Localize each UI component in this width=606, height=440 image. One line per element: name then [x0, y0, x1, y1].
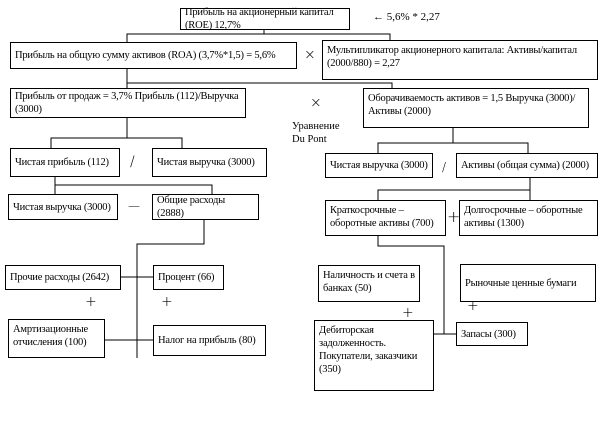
- connector-net-profit-right: [55, 184, 213, 194]
- plus-operator: +: [447, 207, 461, 226]
- net-revenue-left-box: Чистая выручка (3000): [152, 148, 267, 177]
- sales-margin-label: Прибыль от продаж = 3,7% Прибыль (112)/В…: [15, 91, 239, 115]
- cash-box: Наличность и счета в банках (50): [318, 265, 420, 302]
- roe-box: Прибыль на акционерный капитал (ROE) 12,…: [180, 7, 350, 31]
- connector-sales-margin: [50, 117, 128, 148]
- equity-multiplier-box: Мультипликатор акционерного капитала: Ак…: [322, 40, 598, 80]
- sales-margin-box: Прибыль от продаж = 3,7% Прибыль (112)/В…: [10, 88, 246, 118]
- asset-turnover-box: Оборачиваемость активов = 1,5 Выручка (3…: [363, 88, 589, 128]
- income-tax-label: Налог на прибыль (80): [158, 335, 256, 346]
- multiply-operator: ×: [310, 95, 322, 111]
- connector-total-costs: [136, 219, 205, 358]
- cash-label: Наличность и счета в банках (50): [323, 270, 415, 294]
- net-revenue-left-label: Чистая выручка (3000): [157, 157, 255, 168]
- total-assets-box: Активы (общая сумма) (2000): [456, 153, 598, 178]
- net-revenue-right-label: Чистая выручка (3000): [330, 160, 428, 171]
- inventory-label: Запасы (300): [461, 328, 516, 340]
- inventory-box: Запасы (300): [456, 322, 528, 346]
- receivables-label: Дебиторская задолженность. Покупатели, з…: [319, 325, 418, 375]
- net-profit-label: Чистая прибыль (112): [15, 157, 109, 168]
- roe-label: Прибыль на акционерный капитал (ROE) 12,…: [185, 7, 334, 31]
- divide-operator: /: [442, 160, 447, 174]
- total-assets-label: Активы (общая сумма) (2000): [461, 160, 589, 171]
- plus-operator: +: [467, 298, 479, 314]
- income-tax-box: Налог на прибыль (80): [153, 325, 266, 356]
- plus-operator: +: [161, 294, 173, 310]
- connector-turnover-right: [453, 142, 529, 153]
- roe-formula: ← 5,6% * 2,27: [373, 11, 440, 23]
- connector-roe: [126, 29, 265, 42]
- depreciation-box: Амртизационные отчисления (100): [8, 319, 105, 358]
- interest-label: Процент (66): [158, 272, 215, 283]
- interest-box: Процент (66): [153, 265, 224, 290]
- other-costs-label: Прочие расходы (2642): [10, 272, 110, 283]
- net-revenue-sub-box: Чистая выручка (3000): [8, 194, 118, 220]
- current-assets-box: Краткосрочные – оборотные активы (700): [325, 200, 446, 236]
- net-revenue-right-box: Чистая выручка (3000): [325, 153, 433, 178]
- multiply-operator: ×: [304, 47, 316, 63]
- dupont-label-line2: Du Pont: [292, 134, 327, 145]
- minus-operator: —: [128, 199, 140, 213]
- securities-box: Рыночные ценные бумаги: [460, 264, 596, 302]
- plus-operator: +: [402, 305, 414, 321]
- connector-sales-margin-right: [127, 137, 183, 148]
- other-costs-box: Прочие расходы (2642): [5, 265, 121, 290]
- net-profit-box: Чистая прибыль (112): [10, 148, 120, 177]
- roa-box: Прибыль на общую сумму активов (ROA) (3,…: [10, 42, 297, 69]
- receivables-box: Дебиторская задолженность. Покупатели, з…: [314, 320, 434, 391]
- connector-roa-right: [127, 82, 393, 88]
- total-costs-box: Общие расходы (2888): [152, 194, 259, 220]
- depreciation-label: Амртизационные отчисления (100): [13, 324, 88, 348]
- plus-operator: +: [85, 294, 97, 310]
- dupont-label-line1: Уравнение: [292, 121, 340, 132]
- securities-label: Рыночные ценные бумаги: [465, 277, 577, 289]
- connector-total-assets: [377, 177, 531, 200]
- equity-multiplier-label: Мультипликатор акционерного капитала: Ак…: [327, 45, 577, 69]
- connector-turnover: [377, 127, 454, 153]
- divide-operator: /: [130, 154, 135, 170]
- roa-label: Прибыль на общую сумму активов (ROA) (3,…: [15, 50, 276, 61]
- current-assets-label: Краткосрочные – оборотные активы (700): [330, 205, 434, 229]
- connector-current-assets: [377, 235, 445, 334]
- long-term-assets-box: Долгосрочные – оборотные активы (1300): [459, 200, 598, 236]
- net-revenue-sub-label: Чистая выручка (3000): [13, 201, 111, 213]
- connector-roe-right: [264, 33, 391, 40]
- total-costs-label: Общие расходы (2888): [157, 195, 225, 219]
- asset-turnover-label: Оборачиваемость активов = 1,5 Выручка (3…: [368, 93, 576, 117]
- long-term-assets-label: Долгосрочные – оборотные активы (1300): [464, 205, 583, 229]
